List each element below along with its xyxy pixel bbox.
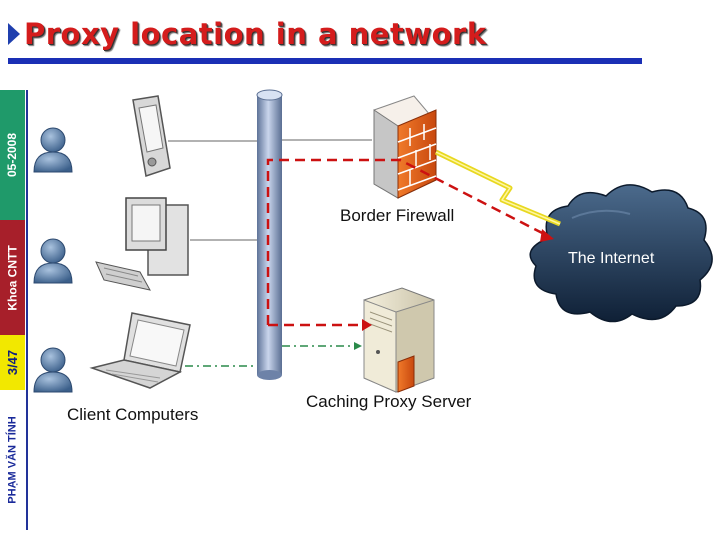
red-arrowhead-icon [362,319,372,331]
slide-title: Proxy location in a network [24,17,487,51]
laptop-icon [89,312,191,389]
slide-title-bar: Proxy location in a network [8,14,487,54]
user-icon [33,347,73,393]
network-backbone [256,89,283,380]
sidebar-page-number: 3/47 [0,335,25,390]
client-computers-label: Client Computers [67,405,199,424]
lightning-bolt-icon [434,149,561,227]
sidebar-author: PHẠM VĂN TÍNH [0,390,25,530]
sidebar-department: Khoa CNTT [0,220,25,335]
sidebar-date: 05-2008 [0,90,25,220]
pda-icon [132,95,171,177]
proxy-server-icon [363,287,435,393]
internet-cloud-icon [529,184,713,323]
internet-label: The Internet [568,250,655,267]
sidebar-divider [26,90,28,530]
outbound-path [266,158,549,325]
border-firewall-label: Border Firewall [340,206,455,225]
user-icon [33,238,73,284]
caching-proxy-label: Caching Proxy Server [306,392,472,411]
title-bullet-icon [8,23,20,45]
client-to-proxy-path [185,342,362,367]
title-underline [8,58,642,64]
device-links [168,139,372,241]
proxy-request-path [266,158,549,327]
desktop-computer-icon [95,197,189,291]
green-arrowhead-icon [354,342,362,350]
red-arrowhead-icon [540,229,554,242]
user-icon [33,127,73,173]
firewall-icon [373,95,437,199]
